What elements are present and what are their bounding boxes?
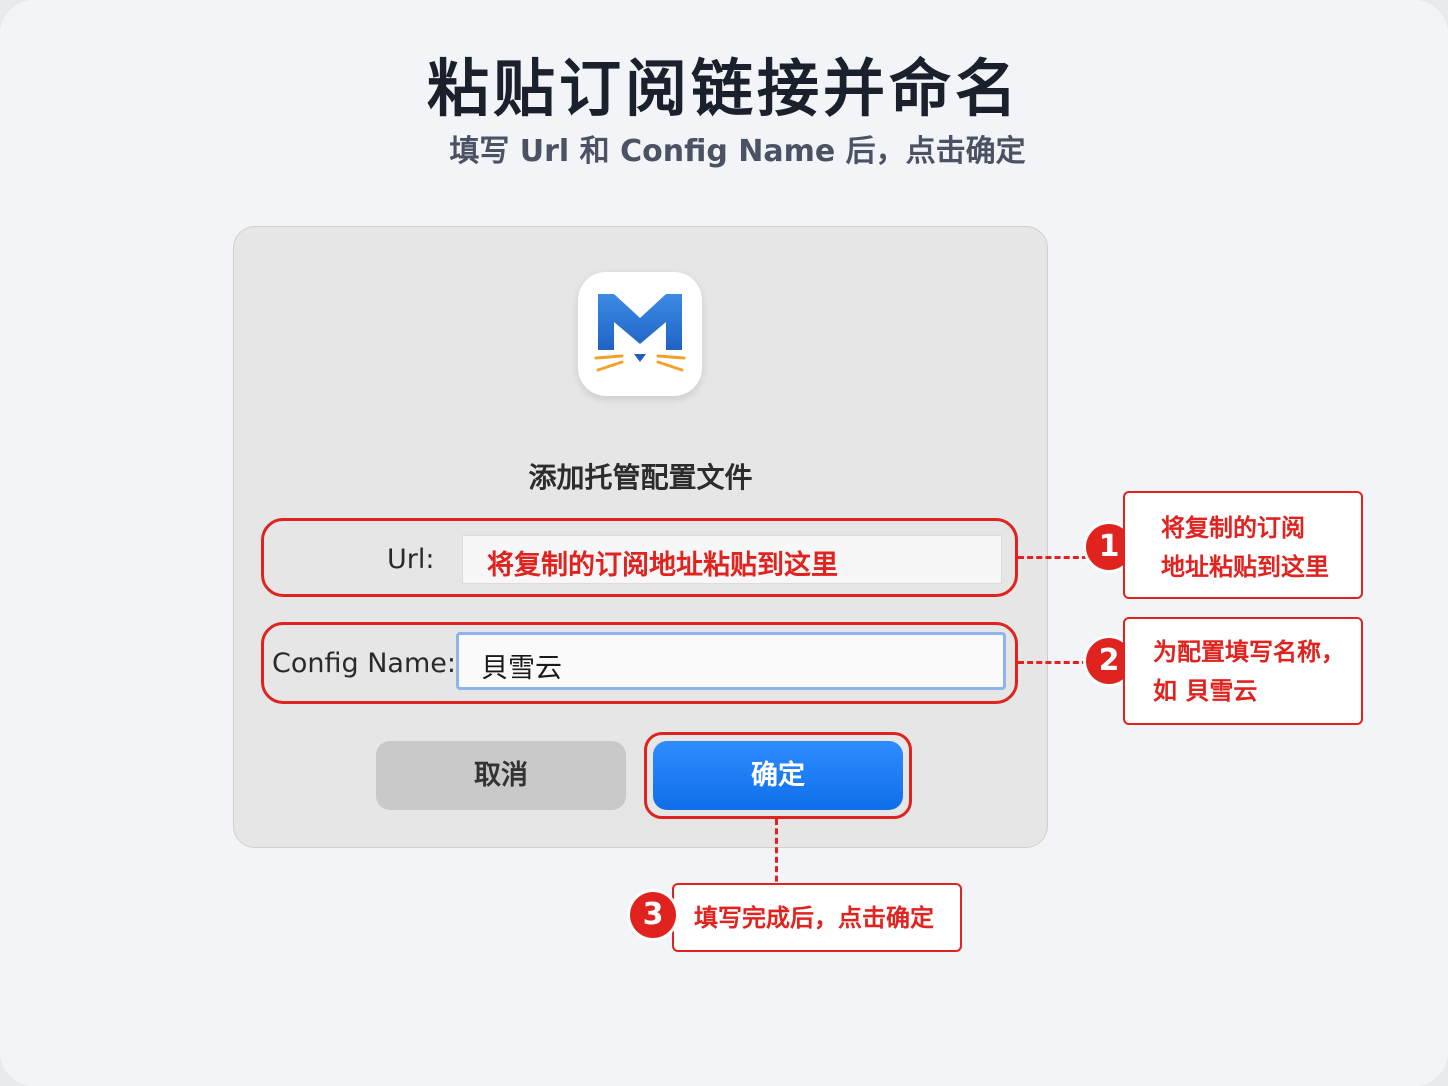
config-name-input[interactable]: 貝雪云 <box>456 632 1006 690</box>
url-row-highlight <box>261 518 1018 597</box>
cancel-button[interactable]: 取消 <box>376 741 626 810</box>
config-name-row-highlight <box>261 622 1018 704</box>
step-badge-3: 3 <box>630 892 676 938</box>
cat-logo-icon <box>594 294 686 372</box>
url-label: Url: <box>387 544 435 575</box>
annotation-note-3: 填写完成后，点击确定 <box>672 883 962 952</box>
connector-line-3 <box>775 819 778 891</box>
config-name-value: 貝雪云 <box>481 653 562 684</box>
ok-button-highlight <box>644 732 912 819</box>
connector-line-1 <box>1018 556 1088 559</box>
config-name-label: Config Name: <box>272 648 456 679</box>
annotation-3-line-1: 填写完成后，点击确定 <box>694 904 934 932</box>
page-title: 粘贴订阅链接并命名 <box>426 52 1021 125</box>
dialog-title: 添加托管配置文件 <box>528 461 753 494</box>
annotation-1-line-1: 将复制的订阅 <box>1161 514 1305 542</box>
app-icon <box>578 272 702 396</box>
url-input[interactable]: 将复制的订阅地址粘贴到这里 <box>462 535 1002 584</box>
ok-button[interactable]: 确定 <box>653 741 903 810</box>
annotation-1-line-2: 地址粘贴到这里 <box>1161 553 1329 581</box>
annotation-2-line-1: 为配置填写名称， <box>1153 638 1345 666</box>
annotation-note-2: 为配置填写名称， 如 貝雪云 <box>1123 617 1363 725</box>
annotation-2-line-2: 如 貝雪云 <box>1153 677 1258 705</box>
connector-line-2 <box>1018 661 1088 664</box>
url-placeholder: 将复制的订阅地址粘贴到这里 <box>487 550 838 581</box>
page-subtitle: 填写 Url 和 Config Name 后，点击确定 <box>449 134 1026 169</box>
annotation-note-1: 将复制的订阅 地址粘贴到这里 <box>1123 491 1363 599</box>
